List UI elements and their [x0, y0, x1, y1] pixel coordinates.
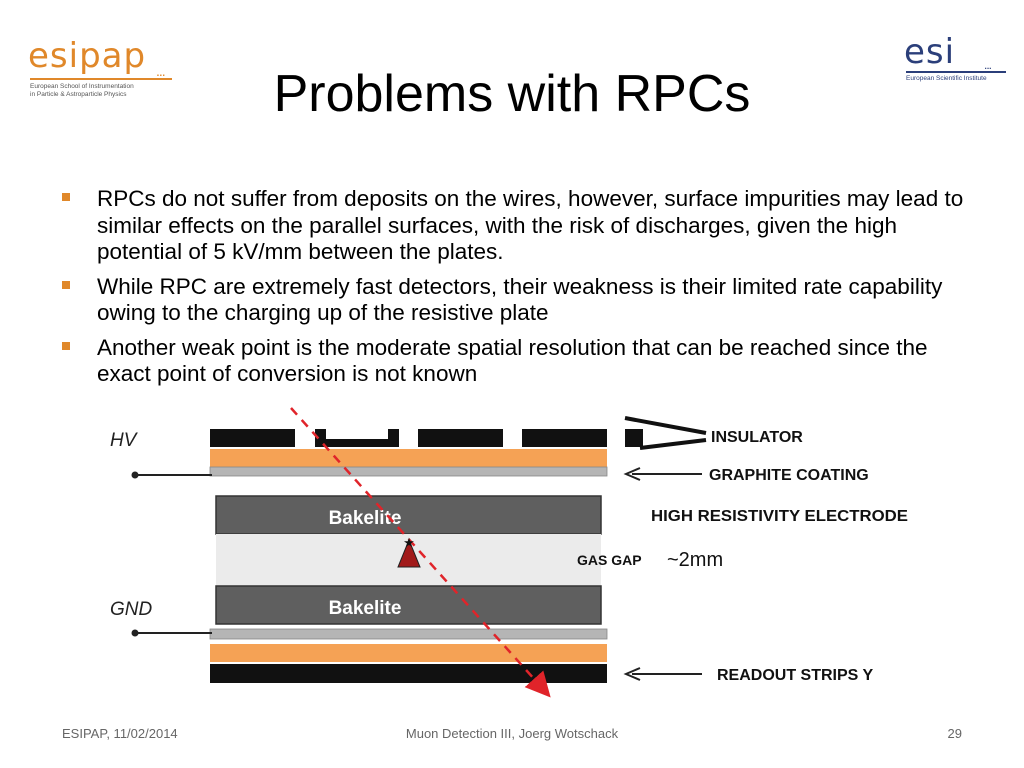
- bullet-square-icon: [62, 193, 70, 201]
- page-number: 29: [947, 726, 962, 741]
- esipap-logo: esipap ... European School of Instrument…: [28, 36, 178, 106]
- graphite-coating-label: GRAPHITE COATING: [709, 467, 869, 484]
- avalanche-triangle-icon: [397, 538, 421, 568]
- bullet-text: Another weak point is the moderate spati…: [97, 334, 928, 387]
- insulator-block: [418, 429, 503, 447]
- footer-date: ESIPAP, 11/02/2014: [62, 726, 178, 741]
- insulator-pointer: [624, 416, 707, 435]
- insulator-block: [522, 429, 607, 447]
- rpc-diagram: Bakelite Bakelite HV GND INSULATOR GRAPH…: [110, 407, 908, 698]
- bakelite-bottom-label: Bakelite: [329, 598, 402, 619]
- esipap-logo-underline: [30, 78, 172, 80]
- bullet-list: RPCs do not suffer from deposits on the …: [62, 186, 972, 396]
- esi-logo-dots: ...: [984, 58, 992, 72]
- readout-strips: [210, 664, 607, 683]
- bullet-text: RPCs do not suffer from deposits on the …: [97, 186, 964, 264]
- insulator-pointer: [639, 438, 707, 450]
- gas-gap-label: GAS GAP: [577, 552, 642, 568]
- bakelite-top: [215, 495, 602, 535]
- high-resistivity-electrode-label: HIGH RESISTIVITY ELECTRODE: [651, 508, 908, 525]
- bullet-text: While RPC are extremely fast detectors, …: [97, 273, 943, 326]
- esi-logo-underline: [906, 71, 1006, 73]
- esi-logo-line1: European Scientific Institute: [906, 75, 987, 82]
- bakelite-top-label: Bakelite: [329, 508, 402, 529]
- bottom-gnd-plate: [210, 644, 607, 662]
- top-graphite-coating: [209, 466, 608, 477]
- bullet-item: Another weak point is the moderate spati…: [62, 335, 972, 388]
- esipap-logo-line2: in Particle & Astroparticle Physics: [30, 91, 127, 98]
- graphite-arrow-icon: [623, 467, 702, 481]
- bullet-item: RPCs do not suffer from deposits on the …: [62, 186, 972, 266]
- insulator-block: [210, 429, 295, 447]
- bullet-square-icon: [62, 280, 70, 289]
- esipap-logo-dots: ...: [156, 63, 166, 79]
- insulator-block: [315, 429, 399, 447]
- slide-title: Problems with RPCs: [273, 65, 751, 123]
- bullet-item: While RPC are extremely fast detectors, …: [62, 274, 972, 327]
- conversion-point-star-icon: ★: [403, 535, 415, 550]
- footer-presenter: Muon Detection III, Joerg Wotschack: [405, 726, 619, 741]
- hv-label: HV: [110, 430, 139, 451]
- bakelite-bottom: [215, 585, 602, 625]
- readout-arrow-icon: [623, 667, 702, 681]
- gap-size-label: ~2mm: [667, 549, 723, 571]
- esipap-wordmark: esipap: [28, 36, 147, 76]
- bottom-graphite-coating: [209, 628, 608, 640]
- esi-logo: esi ... European Scientific Institute: [904, 32, 1014, 96]
- insulator-block: [625, 429, 643, 447]
- top-hv-plate: [210, 449, 607, 467]
- readout-strips-label: READOUT STRIPS Y: [717, 667, 874, 684]
- gnd-label: GND: [110, 599, 153, 620]
- esi-wordmark: esi: [904, 32, 956, 72]
- bullet-square-icon: [62, 341, 70, 350]
- gnd-terminal: [131, 629, 139, 637]
- hv-terminal: [131, 471, 139, 479]
- esipap-logo-line1: European School of Instrumentation: [30, 83, 134, 90]
- insulator-label: INSULATOR: [711, 429, 803, 446]
